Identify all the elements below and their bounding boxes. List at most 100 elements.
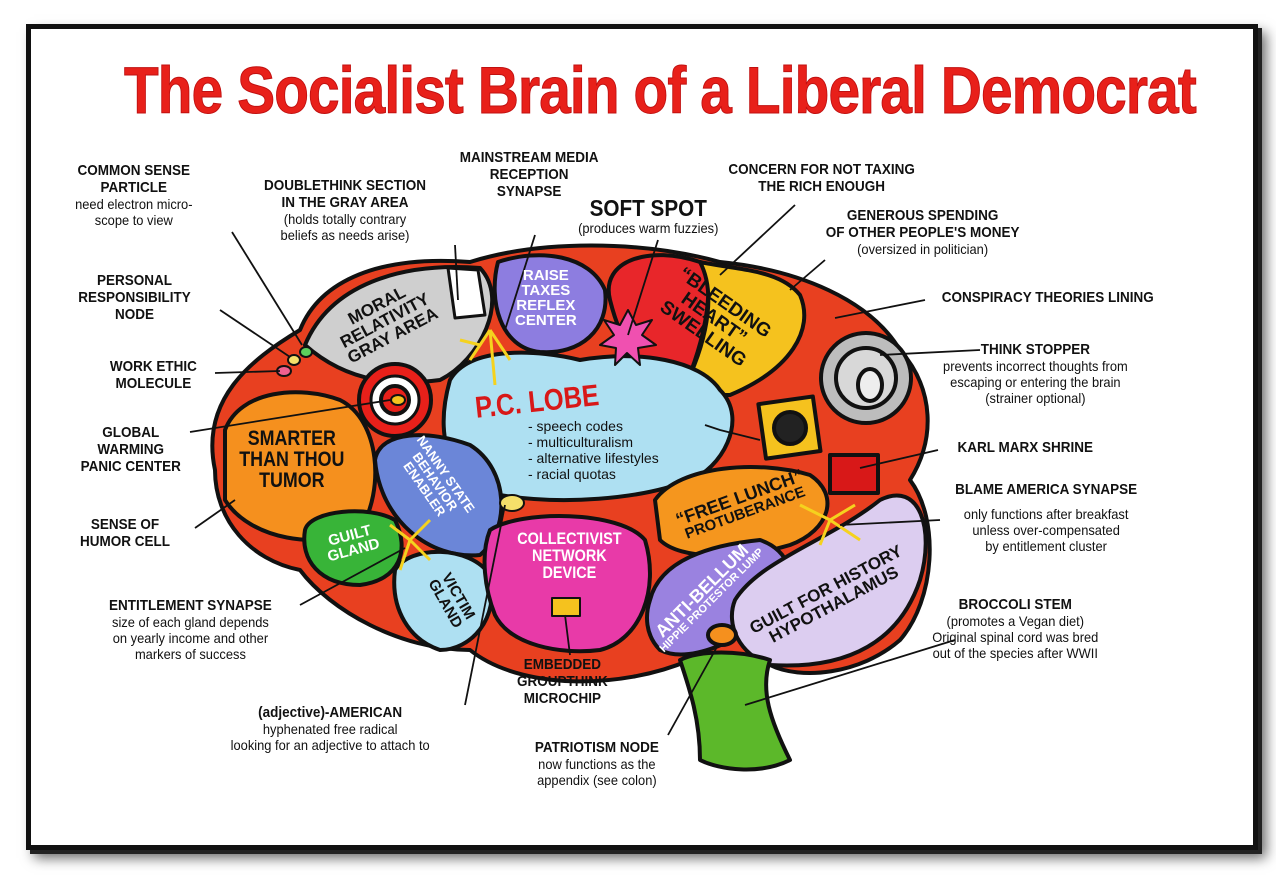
smarter-than-thou-label: SMARTER THAN THOU TUMOR: [239, 428, 344, 491]
soft-spot-burst: [599, 309, 657, 366]
label-think-stopper: THINK STOPPER prevents incorrect thought…: [935, 341, 1136, 406]
label-heading: IN THE GRAY AREA: [281, 193, 409, 211]
label-heading: BLAME AMERICA SYNAPSE: [955, 481, 1138, 498]
label-work-ethic: WORK ETHIC MOLECULE: [105, 358, 202, 393]
label-heading: PARTICLE: [100, 178, 168, 196]
label-heading: EMBEDDED: [523, 656, 602, 673]
label-broccoli: BROCCOLI STEM (promotes a Vegan diet) Or…: [925, 596, 1106, 661]
label-concern-taxing: CONCERN FOR NOT TAXING THE RICH ENOUGH: [718, 161, 925, 196]
label-heading: PERSONAL: [97, 272, 173, 289]
region-text: TAXES: [521, 282, 571, 299]
label-heading: NODE: [115, 305, 155, 323]
label-blame-america: BLAME AMERICA SYNAPSE only functions aft…: [945, 481, 1147, 554]
label-text: out of the species after WWII: [932, 644, 1098, 661]
label-text: size of each gland depends: [112, 613, 269, 630]
label-text: on yearly income and other: [112, 629, 269, 646]
label-heading: PATRIOTISM NODE: [534, 739, 659, 756]
label-groupthink: EMBEDDED GROUPTHINK MICROCHIP: [512, 656, 613, 708]
label-text: hyphenated free radical: [262, 720, 398, 737]
label-heading: CONSPIRACY THEORIES LINING: [941, 289, 1154, 306]
label-heading: GENEROUS SPENDING: [846, 207, 999, 224]
pc-lobe-item: - multiculturalism: [528, 434, 634, 450]
label-heading: PANIC CENTER: [80, 457, 181, 475]
label-heading: WARMING: [97, 440, 165, 458]
label-text: appendix (see colon): [537, 771, 657, 788]
label-personal-responsibility: PERSONAL RESPONSIBILITY NODE: [72, 272, 197, 324]
region-text: RAISE: [522, 267, 569, 284]
label-marx-shrine: KARL MARX SHRINE: [950, 439, 1101, 457]
label-text: only functions after breakfast: [963, 505, 1129, 522]
label-soft-spot: SOFT SPOT (produces warm fuzzies): [572, 195, 725, 237]
label-text: (produces warm fuzzies): [578, 219, 719, 236]
label-text: (oversized in politician): [857, 240, 989, 257]
broccoli-stem: [678, 650, 792, 772]
doublethink-paper: [446, 266, 487, 320]
region-text: SMARTER: [247, 427, 336, 450]
raise-taxes-region: [492, 253, 608, 355]
label-heading: GROUPTHINK: [517, 672, 608, 690]
label-text: by entitlement cluster: [985, 537, 1107, 554]
label-text: need electron micro-: [75, 195, 193, 212]
common-sense-particle: [299, 346, 313, 358]
label-adjective-american: (adjective)-AMERICAN hyphenated free rad…: [222, 704, 438, 754]
label-global-warming: GLOBAL WARMING PANIC CENTER: [75, 424, 186, 476]
pc-lobe-label: P.C. LOBE - speech codes - multicultural…: [470, 379, 659, 482]
label-common-sense: COMMON SENSE PARTICLE need electron micr…: [70, 162, 198, 229]
groupthink-chip: [551, 597, 581, 617]
poster-title: The Socialist Brain of a Liberal Democra…: [124, 53, 1198, 128]
pc-lobe-item: - racial quotas: [528, 466, 616, 482]
raise-taxes-label: RAISE TAXES REFLEX CENTER: [515, 268, 577, 328]
label-heading: SENSE OF: [90, 516, 160, 533]
label-text: unless over-compensated: [972, 521, 1120, 538]
label-heading: MICROCHIP: [523, 689, 602, 707]
collectivist-label: COLLECTIVIST NETWORK DEVICE: [517, 530, 621, 581]
region-text: REFLEX: [516, 297, 576, 314]
label-heading: (adjective)-AMERICAN: [258, 704, 403, 721]
pc-lobe-item: - speech codes: [528, 418, 623, 434]
label-text: looking for an adjective to attach to: [230, 736, 430, 753]
label-heading: HUMOR CELL: [80, 532, 170, 550]
collectivist-region: [482, 514, 652, 654]
label-doublethink: DOUBLETHINK SECTION IN THE GRAY AREA (ho…: [255, 177, 435, 244]
label-heading: DOUBLETHINK SECTION: [264, 177, 426, 194]
label-heading: KARL MARX SHRINE: [957, 439, 1094, 456]
label-heading: BROCCOLI STEM: [958, 596, 1072, 613]
label-heading: ENTITLEMENT SYNAPSE: [109, 597, 272, 614]
region-text: CENTER: [515, 312, 577, 329]
label-entitlement: ENTITLEMENT SYNAPSE size of each gland d…: [100, 597, 281, 662]
region-text: COLLECTIVIST: [517, 529, 622, 548]
label-heading: OF OTHER PEOPLE'S MONEY: [825, 223, 1020, 241]
region-text: TUMOR: [259, 469, 325, 492]
region-text: THAN THOU: [239, 448, 345, 471]
label-text: Original spinal cord was bred: [932, 628, 1099, 645]
label-conspiracy: CONSPIRACY THEORIES LINING: [930, 289, 1166, 307]
patriotism-node: [706, 623, 738, 647]
leader-lines: [189, 204, 981, 736]
label-heading: RESPONSIBILITY: [78, 288, 191, 306]
label-heading: MAINSTREAM MEDIA: [459, 149, 599, 166]
label-heading: SOFT SPOT: [589, 195, 707, 221]
label-heading: MOLECULE: [115, 374, 192, 392]
label-heading: GLOBAL: [102, 424, 160, 441]
label-text: markers of success: [134, 645, 246, 662]
region-text: DEVICE: [542, 563, 597, 582]
label-heading: SYNAPSE: [496, 182, 562, 200]
label-mainstream-media: MAINSTREAM MEDIA RECEPTION SYNAPSE: [452, 149, 606, 201]
label-heading: COMMON SENSE: [77, 162, 191, 179]
label-patriotism: PATRIOTISM NODE now functions as the app…: [528, 739, 666, 789]
label-heading: WORK ETHIC: [109, 358, 197, 375]
label-text: now functions as the: [538, 755, 656, 772]
hammer-sickle-flag: [828, 453, 880, 495]
label-text: prevents incorrect thoughts from: [943, 357, 1128, 374]
label-text: scope to view: [94, 211, 173, 228]
label-generous-spending: GENEROUS SPENDING OF OTHER PEOPLE'S MONE…: [815, 207, 1030, 258]
region-text: NETWORK: [532, 546, 607, 565]
synapses: [389, 329, 861, 571]
nanny-state-region: [373, 433, 504, 558]
label-text: (promotes a Vegan diet): [946, 612, 1084, 629]
label-heading: RECEPTION: [489, 165, 569, 183]
label-text: (holds totally contrary: [283, 210, 407, 227]
label-heading: CONCERN FOR NOT TAXING: [728, 161, 915, 178]
label-text: escaping or entering the brain: [950, 373, 1121, 390]
